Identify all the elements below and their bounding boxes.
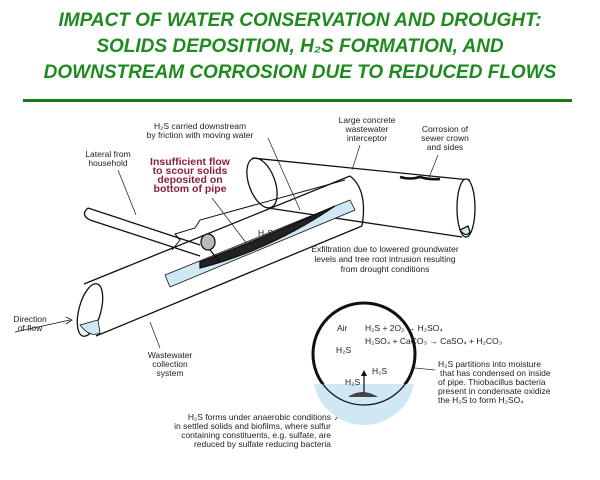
label-h2s-right: H₂S (372, 366, 387, 376)
diagram-title: IMPACT OF WATER CONSERVATION AND DROUGHT… (0, 8, 600, 86)
cross-section (311, 301, 417, 425)
title-line-3: DOWNSTREAM CORROSION DUE TO REDUCED FLOW… (43, 62, 557, 83)
collection-pipe (76, 175, 365, 337)
label-h2s-left: H₂S (336, 345, 351, 355)
title-line-1: IMPACT OF WATER CONSERVATION AND DROUGHT… (58, 10, 542, 31)
equation-1: H₂S + 2O₂ → H₂SO₄ (365, 323, 443, 333)
label-h2s-rising: H₂S (345, 377, 360, 387)
title-line-2: SOLIDS DEPOSITION, H₂S FORMATION, AND (96, 36, 504, 57)
label-air: Air (337, 323, 348, 333)
title-divider (23, 99, 572, 102)
label-pipe-h2s: H₂S (258, 228, 273, 238)
interceptor-pipe (246, 157, 476, 238)
equation-2: H₂SO₄ + CaCO₃ → CaSO₄ + H₂CO₃ (365, 336, 502, 346)
